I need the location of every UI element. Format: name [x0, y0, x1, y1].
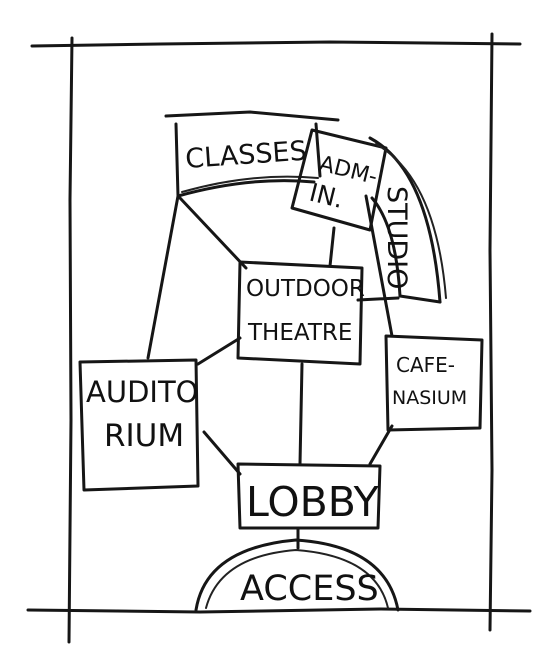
- link-outdoor-auditorium: [196, 336, 242, 366]
- link-outdoor-lobby: [298, 362, 304, 466]
- link-admin-cafe: [364, 194, 394, 338]
- page-frame: [26, 32, 532, 644]
- node-cafenasium: CAFE- NASIUM: [384, 334, 484, 432]
- connections: [146, 194, 400, 550]
- lobby-label: LOBBY: [246, 478, 380, 526]
- link-auditorium-lobby: [202, 430, 242, 476]
- auditorium-label-line1: AUDITO: [86, 375, 199, 409]
- node-auditorium: AUDITO RIUM: [78, 358, 200, 492]
- auditorium-label-line2: RIUM: [104, 418, 184, 454]
- node-access: ACCESS: [194, 538, 400, 612]
- link-outdoor-studio: [356, 296, 400, 302]
- link-admin-outdoor: [328, 226, 336, 268]
- admin-label-line2: IN.: [307, 178, 347, 214]
- node-studio: STUDIO: [368, 136, 447, 304]
- access-label: ACCESS: [240, 569, 379, 609]
- classes-label: CLASSES: [184, 136, 307, 175]
- studio-label: STUDIO: [381, 186, 412, 289]
- link-cafe-lobby: [368, 424, 394, 466]
- cafe-label-line2: NASIUM: [392, 387, 467, 409]
- link-classes-auditorium: [146, 194, 180, 360]
- node-lobby: LOBBY: [236, 462, 382, 530]
- cafe-label-line1: CAFE-: [396, 353, 455, 377]
- link-classes-outdoor: [178, 196, 248, 270]
- node-outdoor-theatre: OUTDOOR THEATRE: [236, 260, 365, 366]
- outdoor-label-line2: THEATRE: [247, 320, 352, 346]
- outdoor-label-line1: OUTDOOR: [246, 276, 365, 302]
